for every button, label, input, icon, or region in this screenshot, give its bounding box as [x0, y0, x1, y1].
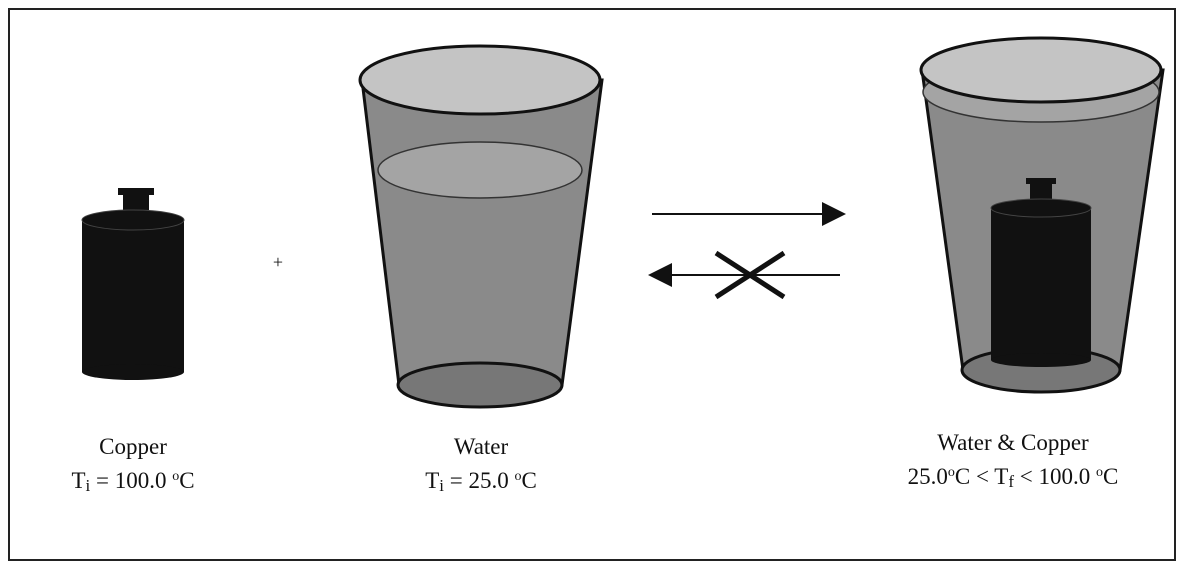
mixture-cup-rim	[919, 36, 1163, 104]
submerged-copper-cylinder	[990, 178, 1092, 367]
mixture-name: Water & Copper	[937, 430, 1089, 455]
mixture-final-temp: 25.0oC < Tf < 100.0 oC	[907, 464, 1119, 491]
copper-cylinder	[81, 188, 185, 380]
water-label: Water Ti = 25.0 oC	[396, 432, 566, 501]
copper-body	[82, 220, 184, 372]
plus-sign: +	[273, 252, 283, 272]
water-cup	[358, 44, 604, 409]
water-surface	[377, 141, 583, 199]
copper-initial-temp: Ti = 100.0 oC	[71, 468, 195, 495]
copper-cap	[123, 190, 149, 212]
copper-label: Copper Ti = 100.0 oC	[43, 432, 223, 501]
crossed-reverse-arrow-icon	[648, 250, 840, 300]
copper-name: Copper	[99, 434, 167, 459]
mixture-label: Water & Copper 25.0oC < Tf < 100.0 oC	[858, 428, 1168, 497]
cup-bottom	[396, 361, 564, 409]
forward-arrow-icon	[652, 202, 846, 226]
water-name: Water	[453, 434, 509, 459]
water-initial-temp: Ti = 25.0 oC	[425, 468, 537, 495]
cup-rim	[358, 44, 602, 116]
mixture-cup	[919, 36, 1165, 394]
